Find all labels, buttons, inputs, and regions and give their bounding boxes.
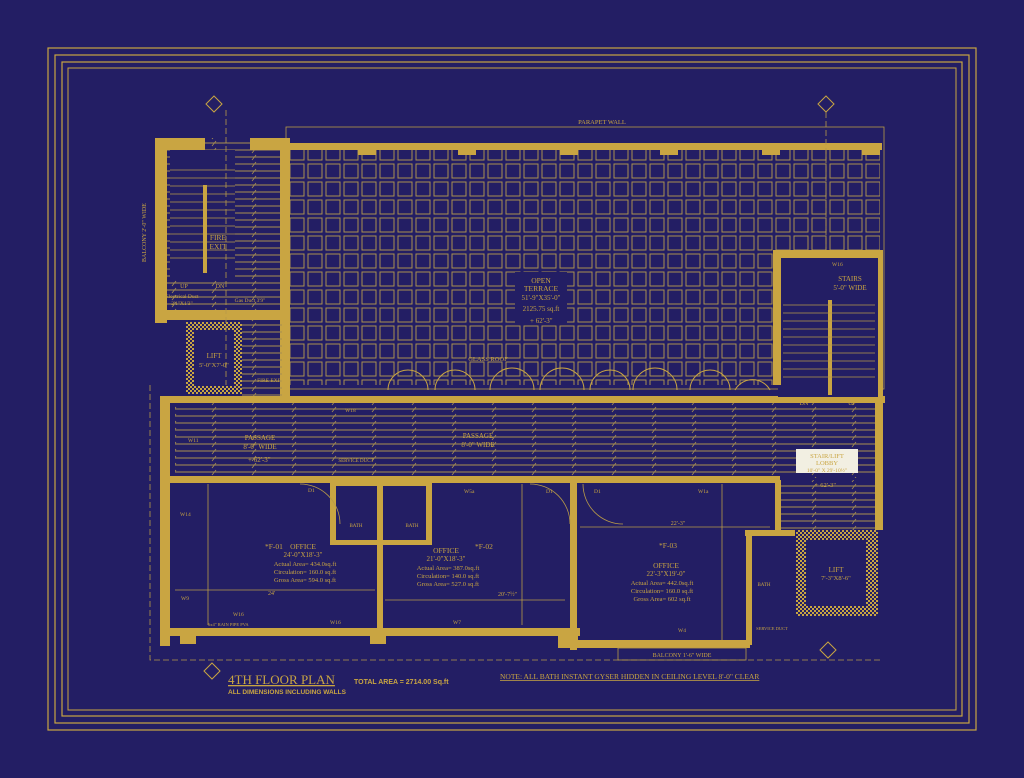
fire-exit-label2: EXIT [209, 242, 226, 251]
stairs-right-name: STAIRS [838, 275, 862, 283]
terrace-name2: TERRACE [524, 284, 559, 293]
passage-mid-width: 8'-0" WIDE [461, 441, 494, 449]
balcony-bottom-label: BALCONY 1'-6" WIDE [653, 653, 712, 659]
passage: PASSAGE 8'-0" WIDE + 62'-3" PASSAGE 8'-0… [160, 250, 885, 646]
office-actual: Actual Area= 434.0sq.ft [274, 561, 337, 568]
office-actual: Actual Area= 387.0sq.ft [417, 565, 480, 572]
tag-w11: W11 [188, 438, 199, 444]
passage-mid-name: PASSAGE [463, 432, 493, 440]
drawing-frame [47, 47, 977, 731]
office-id: *F-03 [659, 541, 677, 550]
office-size: 22'-3"X19'-0" [647, 570, 686, 578]
lift-right-name: LIFT [829, 566, 845, 574]
tag-d1: D1 [308, 488, 315, 494]
dn-right-label: DN [800, 401, 809, 407]
service-duct-right-label: SERVICE DUCT [756, 626, 788, 631]
office-actual: Actual Area= 442.0sq.ft [631, 580, 694, 587]
door-window-tags: W11 W14 W18 D1 D1 D1 W5a W1a W16 W16 W16… [180, 262, 843, 634]
title-block: 4TH FLOOR PLAN ALL DIMENSIONS INCLUDING … [228, 672, 759, 696]
lift-left: LIFT 5'-0"X7'-0" FIRE EXIT [186, 320, 284, 398]
tag-w7: W7 [453, 620, 461, 626]
dn-label: DN [216, 284, 225, 290]
tag-d1: D1 [594, 489, 601, 495]
bath-label: BATH [349, 524, 362, 529]
tag-w14: W14 [180, 512, 191, 518]
tag-d1: D1 [546, 489, 553, 495]
lobby-label2: LOBBY [816, 460, 838, 467]
office-size: 24'-0"X18'-3" [284, 551, 323, 559]
up-label: UP [180, 284, 188, 290]
balcony-left-label: BALCONY 2'-0" WIDE [142, 203, 148, 262]
office-circulation: Circulation= 160.0 sq.ft [274, 569, 336, 576]
office-name: OFFICE [433, 546, 459, 555]
total-area: TOTAL AREA = 2714.00 Sq.ft [354, 679, 449, 686]
lift-left-size: 5'-0"X7'-0" [199, 362, 229, 369]
tag-w1a: W1a [698, 489, 709, 495]
rain-pipe-label: 6x4" RAIN PIPE PVA [208, 622, 249, 627]
office-f01: *F-01 OFFICE 24'-0"X18'-3" Actual Area= … [265, 542, 336, 597]
office-id: *F-02 [475, 542, 493, 551]
plan-note: NOTE: ALL BATH INSTANT GYSER HIDDEN IN C… [500, 672, 759, 681]
bath-label: BATH [405, 524, 418, 529]
office-size: 21'-0"X18'-3" [427, 555, 466, 563]
up-right-label: UP [848, 401, 856, 407]
office-circulation: Circulation= 160.0 sq.ft [631, 588, 693, 595]
tag-w16: W16 [330, 620, 341, 626]
service-duct-label: SERVICE DUCT [338, 459, 373, 464]
tag-w4: W4 [678, 628, 686, 634]
parapet-label: PARAPET WALL [578, 119, 626, 126]
office-gross: Gross Area= 527.0 sq.ft [417, 581, 479, 588]
plan-title: 4TH FLOOR PLAN [228, 672, 336, 687]
lift-left-name: LIFT [207, 352, 223, 360]
office-gross: Gross Area= 594.0 sq.ft [274, 577, 336, 584]
plan-subtitle: ALL DIMENSIONS INCLUDING WALLS [228, 689, 347, 696]
offices: *F-01 OFFICE 24'-0"X18'-3" Actual Area= … [160, 480, 795, 650]
office-id: *F-01 [265, 542, 283, 551]
gas-duct-label: Gas Duct 3'9" [235, 298, 266, 304]
office-name: OFFICE [290, 542, 316, 551]
office-gross: Gross Area= 602 sq.ft [633, 596, 690, 603]
terrace-name: OPEN [531, 276, 551, 285]
glass-roof-label: GLASS ROOF [468, 356, 508, 363]
bottom-balcony: BALCONY 1'-6" WIDE [149, 385, 880, 661]
lift-right-size: 7'-3"X8'-6" [821, 575, 851, 582]
lobby-size: 10'-0" X 29'-10½" [807, 467, 847, 474]
office-f02: *F-02 OFFICE 21'-0"X18'-3" Actual Area= … [417, 542, 518, 598]
fire-exit-label: FIRE [210, 233, 227, 242]
fire-exit-stair: FIRE EXIT UP DN Electrical Duct 2'1"X1'3… [142, 138, 290, 398]
lobby-level: + 62'-3" [815, 482, 836, 489]
office-dim: 24' [268, 591, 275, 597]
tag-w16: W16 [832, 262, 843, 268]
lobby-label: STAIR/LIFT [810, 453, 844, 460]
tag-w9: W9 [181, 596, 189, 602]
fire-exit-door-label: FIRE EXIT [257, 378, 283, 384]
passage-left-level: + 62'-3" [248, 456, 271, 464]
glass-roof-arches [387, 367, 771, 391]
passage-left-width: 8'-0" WIDE [243, 443, 276, 451]
terrace-level: + 62'-3" [530, 317, 553, 325]
office-f03: *F-03 OFFICE 22'-3"X19'-0" Actual Area= … [631, 521, 694, 603]
tag-w16: W16 [233, 612, 244, 618]
office-dim: 20'-7½" [498, 591, 518, 598]
passage-left-name: PASSAGE [245, 434, 275, 442]
electrical-duct-size: 2'1"X1'3" [171, 301, 192, 307]
terrace-size: 51'-9"X35'-0" [522, 294, 561, 302]
office-circulation: Circulation= 140.0 sq.ft [417, 573, 479, 580]
office-name: OFFICE [653, 561, 679, 570]
stairs-right-width: 5'-0" WIDE [833, 284, 866, 292]
tag-w5a: W5a [464, 489, 475, 495]
tag-w18: W18 [345, 408, 356, 414]
section-marker-icon [203, 95, 837, 680]
office-dim: 22'-3" [671, 521, 686, 527]
electrical-duct-label: Electrical Duct [165, 294, 199, 300]
lift-right: LIFT 7'-3"X8'-6" SERVICE DUCT [756, 530, 878, 631]
right-stairs: STAIRS 5'-0" WIDE DN UP STAIR/LIFT LOBBY… [773, 250, 883, 530]
bath-label: BATH [757, 583, 770, 588]
terrace-area: 2125.75 sq.ft [523, 305, 560, 313]
